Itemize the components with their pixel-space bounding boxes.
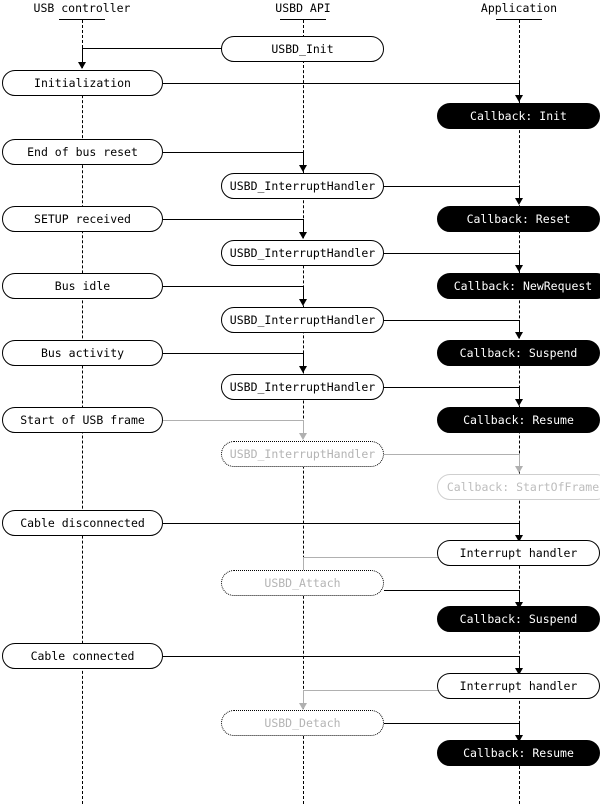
connector-handler2-drop [303,219,304,234]
connector-interrupt-handler-2-drop [519,656,520,670]
node-initialization[interactable]: Initialization [2,70,163,96]
connector-initialization-to-callback-init [163,83,519,84]
connector-callback-resume-drop [519,387,520,401]
node-usbd-interrupthandler-4[interactable]: USBD_InterruptHandler [221,374,384,400]
node-cable-connected[interactable]: Cable connected [2,643,163,669]
connector-interrupt-handler-1-to-usbd-attach [303,557,438,558]
lane-title-application: Application [480,1,558,15]
connector-callback-newrequest-drop [519,253,520,267]
lifeline-usbd-api [303,20,304,804]
lane-cap-usbd-api [280,19,326,20]
connector-handler3-drop [303,286,304,301]
arrowhead-callback-suspend-2 [515,602,523,609]
lane-cap-application [496,19,542,20]
arrowhead-ghost-startofframe [515,466,523,473]
connector-ghost-handler-to-ghost-startofframe [384,454,519,455]
connector-usbd-detach-to-callback-resume-2 [384,723,519,724]
connector-usbd-init-drop [82,48,83,64]
connector-usbd-attach-to-callback-suspend-2 [384,590,519,591]
node-callback-resume-2[interactable]: Callback: Resume [437,740,600,766]
node-callback-resume-1[interactable]: Callback: Resume [437,407,600,433]
connector-handler4-drop [303,353,304,368]
connector-endofbusreset-to-handler1 [163,152,303,153]
arrowhead-callback-init [515,95,523,102]
lane-title-usb-controller: USB controller [33,1,131,15]
connector-cableconnected-to-interrupt-handler-2 [163,656,519,657]
connector-startofusbframe-to-ghost-handler [163,420,303,421]
node-setup-received[interactable]: SETUP received [2,206,163,232]
node-cable-disconnected[interactable]: Cable disconnected [2,510,163,536]
connector-usbd-attach-drop [303,557,304,572]
connector-callback-init-drop [519,83,520,97]
connector-busidle-to-handler3 [163,286,303,287]
node-usbd-interrupthandler-2[interactable]: USBD_InterruptHandler [221,240,384,266]
arrowhead-handler4 [299,366,307,373]
node-usbd-interrupthandler-3[interactable]: USBD_InterruptHandler [221,307,384,333]
connector-interrupt-handler-2-to-usbd-detach [303,690,438,691]
arrowhead-handler2 [299,232,307,239]
node-start-of-usb-frame[interactable]: Start of USB frame [2,407,163,433]
node-usbd-init[interactable]: USBD_Init [221,36,384,62]
node-usbd-attach[interactable]: USBD_Attach [221,570,384,596]
node-bus-idle[interactable]: Bus idle [2,273,163,299]
arrowhead-initialization [78,62,86,69]
connector-callback-reset-drop [519,186,520,200]
connector-usbd-detach-drop [303,690,304,705]
arrowhead-ghost-handler [299,433,307,440]
arrowhead-usbd-detach [299,703,307,710]
node-callback-suspend-2[interactable]: Callback: Suspend [437,606,600,632]
lane-cap-usb-controller [59,19,105,20]
arrowhead-interrupt-handler-1 [515,535,523,542]
node-interrupt-handler-1[interactable]: Interrupt handler [437,540,600,566]
arrowhead-callback-resume-2 [515,735,523,742]
node-callback-suspend-1[interactable]: Callback: Suspend [437,340,600,366]
connector-ghost-startofframe-drop [519,454,520,468]
connector-handler1-to-callback-reset [384,186,519,187]
connector-handler2-to-callback-newrequest [384,253,519,254]
arrowhead-interrupt-handler-2 [515,668,523,675]
connector-cabledisconnected-to-interrupt-handler-1 [163,523,519,524]
node-usbd-interrupthandler-1[interactable]: USBD_InterruptHandler [221,173,384,199]
arrowhead-callback-resume [515,399,523,406]
node-interrupt-handler-2[interactable]: Interrupt handler [437,673,600,699]
connector-handler4-to-callback-resume [384,387,519,388]
connector-handler3-to-callback-suspend [384,320,519,321]
node-bus-activity[interactable]: Bus activity [2,340,163,366]
node-callback-reset[interactable]: Callback: Reset [437,206,600,232]
node-callback-init[interactable]: Callback: Init [437,103,600,129]
arrowhead-callback-newrequest [515,265,523,272]
connector-busactivity-to-handler4 [163,353,303,354]
connector-ghost-handler-drop [303,420,304,435]
connector-usbd-init-to-initialization [82,48,222,49]
arrowhead-handler3 [299,299,307,306]
node-callback-newrequest[interactable]: Callback: NewRequest [437,273,600,299]
node-usbd-detach[interactable]: USBD_Detach [221,710,384,736]
connector-callback-suspend-drop [519,320,520,334]
connector-callback-suspend-2-drop [519,590,520,604]
node-end-of-bus-reset[interactable]: End of bus reset [2,139,163,165]
node-callback-startofframe-ghost[interactable]: Callback: StartOfFrame [437,474,600,500]
arrowhead-handler1 [299,165,307,172]
arrowhead-callback-suspend [515,332,523,339]
connector-handler1-drop [303,152,304,167]
connector-setupreceived-to-handler2 [163,219,303,220]
arrowhead-callback-reset [515,198,523,205]
connector-callback-resume-2-drop [519,723,520,737]
lane-title-usbd-api: USBD API [275,1,331,15]
node-usbd-interrupthandler-ghost[interactable]: USBD_InterruptHandler [221,441,384,467]
connector-interrupt-handler-1-drop [519,523,520,537]
